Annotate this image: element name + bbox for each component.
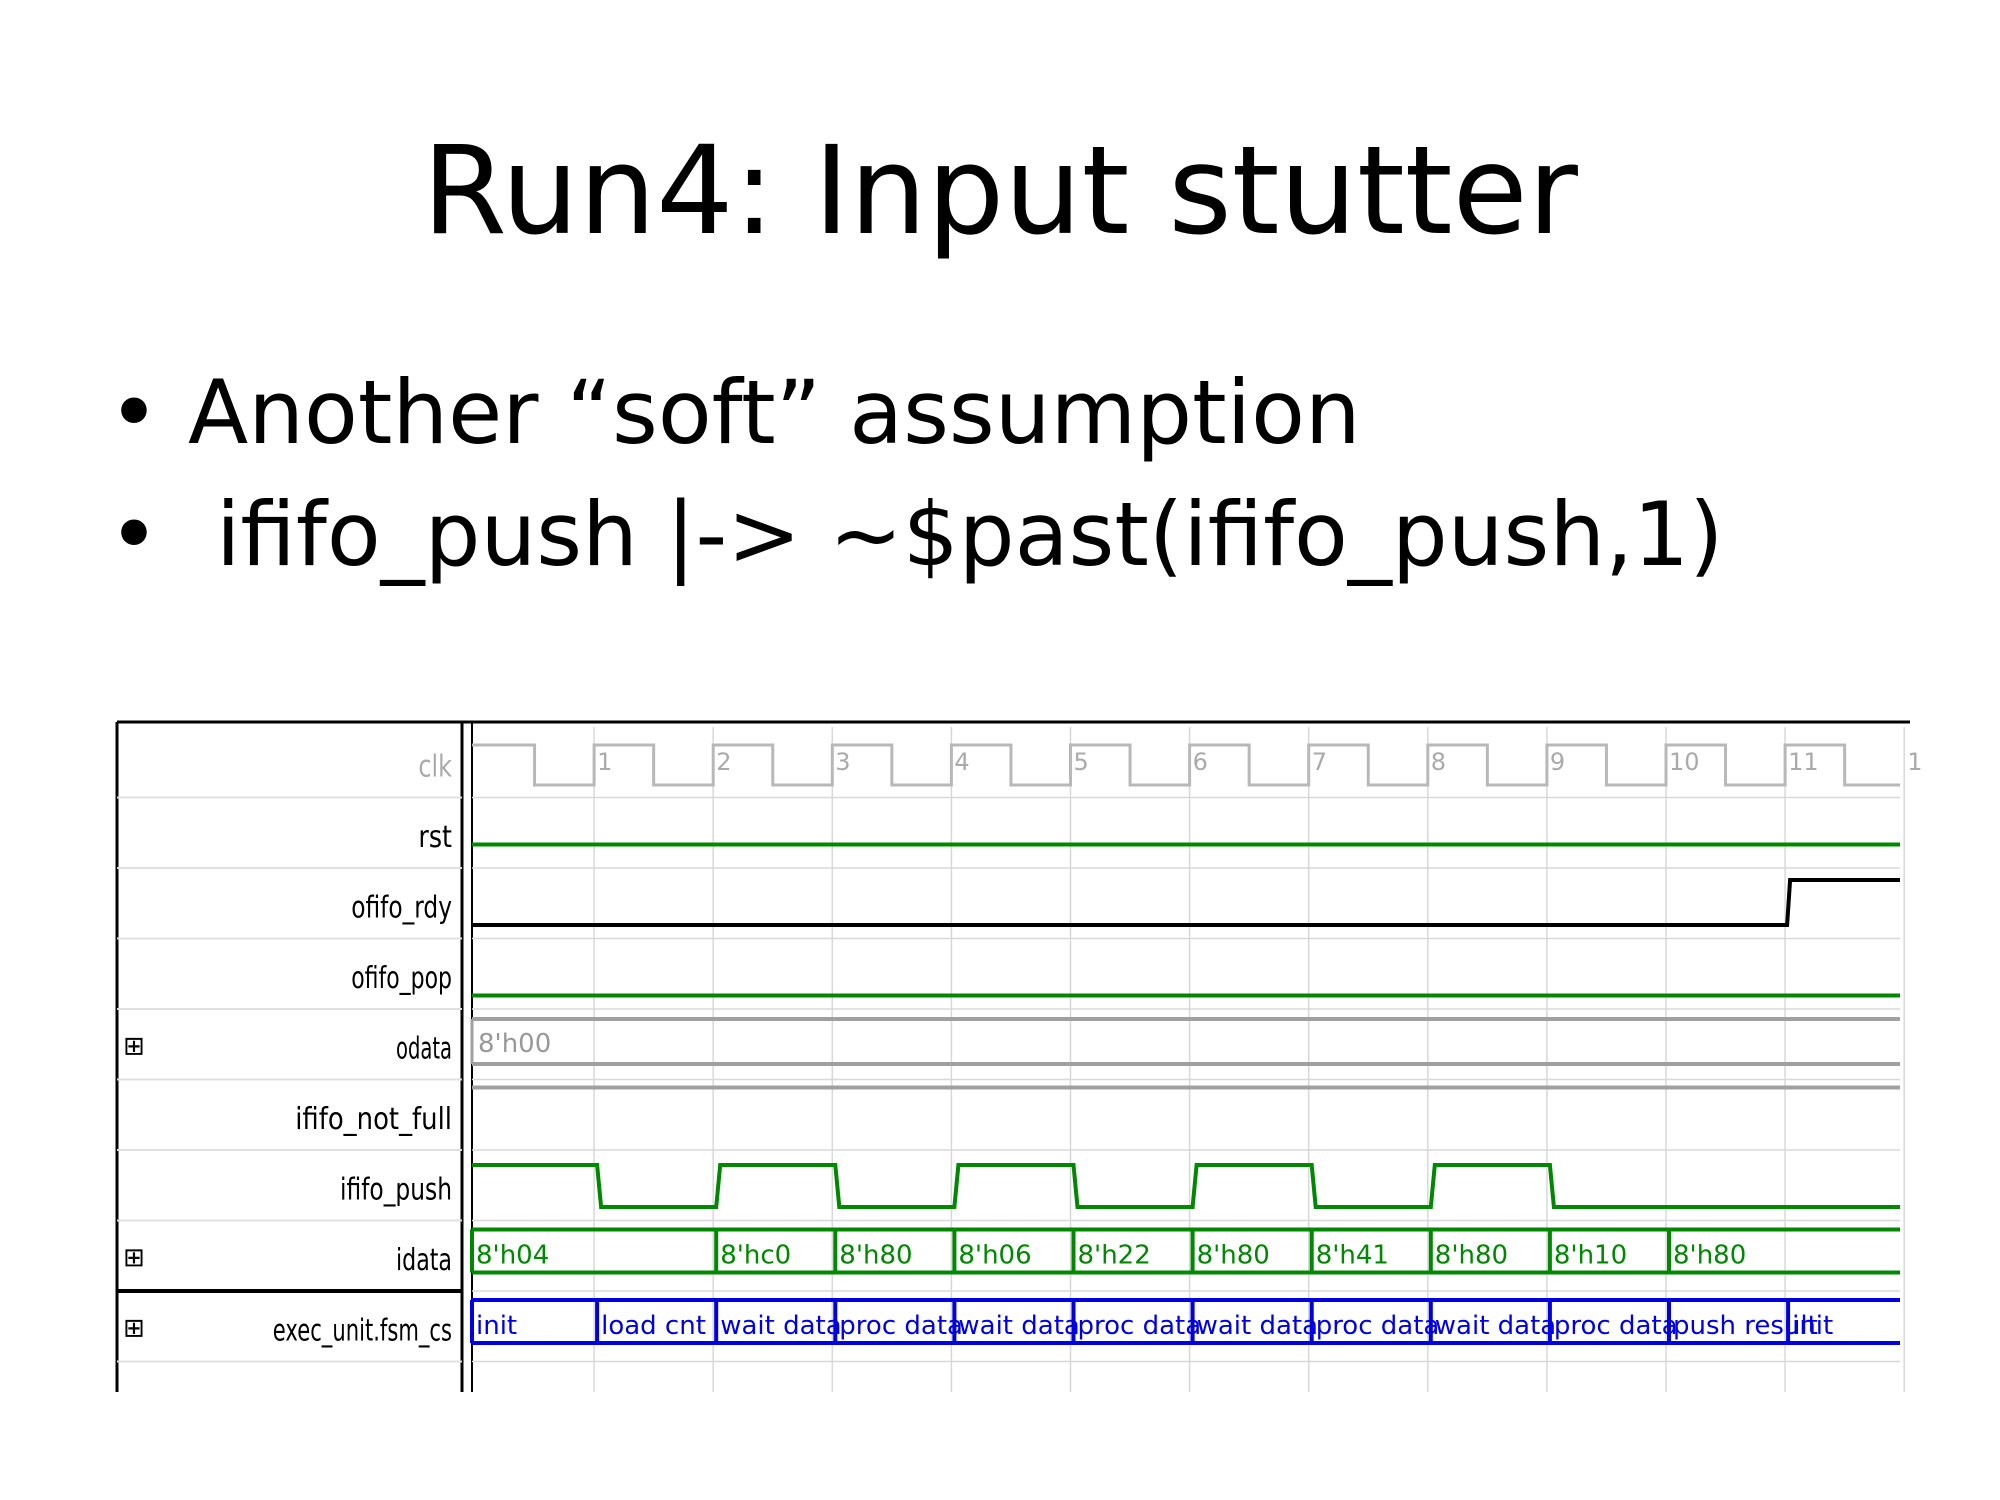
cycle-label: 2 [716, 748, 731, 776]
cycle-label: 8 [1431, 748, 1446, 776]
signal-name: ififo_not_full [295, 1102, 452, 1137]
cycle-label: 1 [1907, 748, 1922, 776]
idata-value: 8'h80 [1673, 1241, 1746, 1271]
idata-value: 8'h10 [1554, 1241, 1627, 1271]
expand-icon: ⊞ [123, 1313, 145, 1343]
cycle-label: 7 [1312, 748, 1327, 776]
ofifo-rdy-wave [472, 878, 1900, 927]
bullet-dot: • [108, 361, 160, 464]
ififo-push-wave [472, 1163, 1900, 1209]
fsm-state-value: init [1792, 1311, 1833, 1341]
idata-value: 8'h22 [1078, 1241, 1151, 1271]
fsm-state-value: proc data [1554, 1311, 1678, 1341]
expand-icon: ⊞ [123, 1243, 145, 1273]
cycle-label: 10 [1669, 748, 1700, 776]
idata-value: 8'h80 [839, 1241, 912, 1271]
bullet-text: ififo_push |-> ~$past(ififo_push,1) [188, 483, 1724, 586]
waveform-panel [117, 722, 1910, 1392]
signal-name: clk [418, 749, 452, 784]
signal-name: odata [396, 1031, 452, 1066]
fsm-state-value: load cnt [601, 1311, 706, 1341]
clk-wave [472, 743, 1900, 787]
cycle-label: 11 [1788, 748, 1819, 776]
bullet-item: • ififo_push |-> ~$past(ififo_push,1) [108, 482, 1723, 588]
bullet-dot: • [108, 483, 160, 586]
cycle-label: 1 [597, 748, 612, 776]
bullet-text: Another “soft” assumption [188, 361, 1361, 464]
expand-icon: ⊞ [123, 1031, 145, 1061]
fsm-state-value: push result [1673, 1311, 1818, 1341]
odata-value: 8'h00 [478, 1029, 551, 1059]
cycle-label: 9 [1550, 748, 1565, 776]
fsm-state-value: wait data [1435, 1311, 1556, 1341]
signal-name: ofifo_pop [351, 961, 452, 996]
signal-name: exec_unit.fsm_cs [273, 1313, 452, 1348]
fsm-state-value: wait data [958, 1311, 1079, 1341]
idata-value: 8'h06 [958, 1241, 1031, 1271]
cycle-label: 3 [835, 748, 850, 776]
slide-title: Run4: Input stutter [422, 120, 1578, 262]
fsm-state-value: init [476, 1311, 517, 1341]
fsm-state-value: proc data [839, 1311, 963, 1341]
fsm-state-value: proc data [1078, 1311, 1202, 1341]
idata-value: 8'hc0 [720, 1241, 791, 1271]
bullet-item: • Another “soft” assumption [108, 360, 1361, 466]
signal-name: idata [396, 1243, 452, 1278]
idata-value: 8'h41 [1316, 1241, 1389, 1271]
cycle-label: 5 [1074, 748, 1089, 776]
cycle-label: 4 [954, 748, 969, 776]
idata-value: 8'h80 [1435, 1241, 1508, 1271]
cycle-label: 6 [1193, 748, 1208, 776]
fsm-state-value: wait data [1197, 1311, 1318, 1341]
idata-value: 8'h80 [1197, 1241, 1270, 1271]
idata-value: 8'h04 [476, 1241, 549, 1271]
signal-name: ififo_push [340, 1172, 452, 1207]
signal-name: rst [418, 820, 452, 855]
fsm-state-value: wait data [720, 1311, 841, 1341]
signal-name: ofifo_rdy [351, 890, 452, 925]
fsm-state-value: proc data [1316, 1311, 1440, 1341]
